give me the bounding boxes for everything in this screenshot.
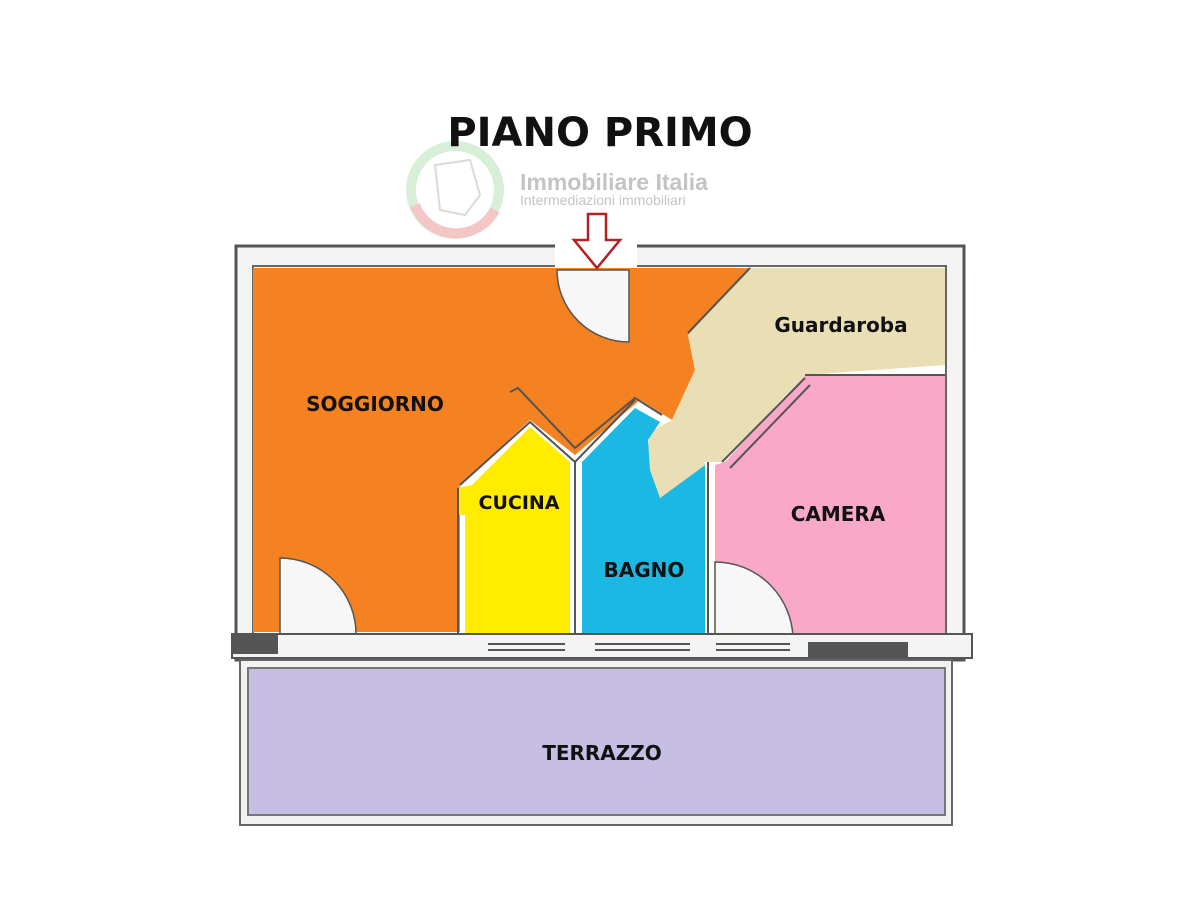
page-title: PIANO PRIMO [447,110,752,156]
door-swing-camera [714,561,794,641]
entrance-arrow-icon [571,212,623,270]
logo-name: Immobiliare Italia [520,169,708,195]
label-terrazzo: TERRAZZO [542,741,662,765]
room-guardaroba [645,268,945,500]
room-cucina [458,427,570,634]
label-camera: CAMERA [791,502,886,526]
label-cucina: CUCINA [479,492,560,514]
room-camera [715,375,945,640]
logo-tagline: Intermediazioni immobiliari [520,192,686,208]
interior-walls [457,267,945,640]
door-swing-soggiorno [279,557,357,635]
room-bagno [582,408,705,634]
label-bagno: BAGNO [604,558,685,582]
logo [406,141,504,239]
room-soggiorno [253,268,750,632]
door-swing-bagno [658,432,705,498]
door-swing-entrance [556,269,630,343]
label-guardaroba: Guardaroba [774,313,907,337]
label-soggiorno: SOGGIORNO [306,392,444,416]
windows [488,643,790,651]
